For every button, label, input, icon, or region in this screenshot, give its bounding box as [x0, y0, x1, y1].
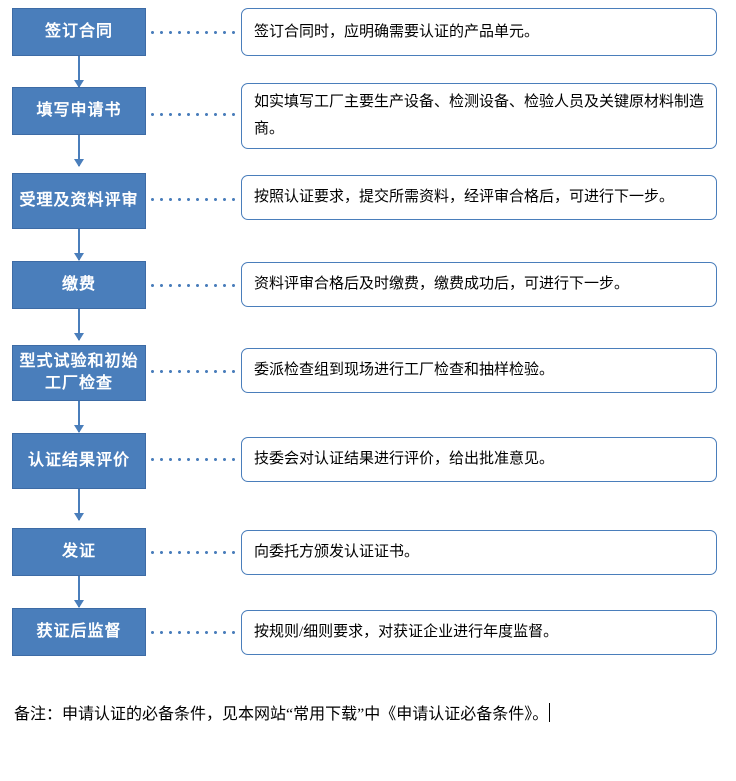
note-text: 资料评审合格后及时缴费，缴费成功后，可进行下一步。	[254, 276, 630, 292]
step-box-acceptance-review[interactable]: 受理及资料评审	[12, 173, 146, 229]
connector-3	[74, 229, 84, 261]
step-label: 签订合同	[44, 23, 113, 40]
step-box-post-certification-supervision[interactable]: 获证后监督	[12, 608, 146, 656]
step-box-payment[interactable]: 缴费	[12, 261, 146, 309]
note-box-fill-application: 如实填写工厂主要生产设备、检测设备、检验人员及关键原材料制造商。	[241, 83, 717, 149]
step-box-fill-application[interactable]: 填写申请书	[12, 87, 146, 135]
remark-content: 备注：申请认证的必备条件，见本网站“常用下载”中《申请认证必备条件》。	[14, 706, 549, 723]
step-box-issue-certificate[interactable]: 发证	[12, 528, 146, 576]
note-box-post-certification-supervision: 按规则/细则要求，对获证企业进行年度监督。	[241, 610, 717, 655]
step-box-sign-contract[interactable]: 签订合同	[12, 8, 146, 56]
dotted-link-3	[148, 198, 241, 201]
note-text: 按照认证要求，提交所需资料，经评审合格后，可进行下一步。	[254, 189, 675, 205]
dotted-link-8	[148, 631, 241, 634]
step-label: 发证	[61, 543, 96, 560]
step-label: 认证结果评价	[27, 452, 130, 469]
note-text: 签订合同时，应明确需要认证的产品单元。	[254, 23, 540, 40]
connector-1	[74, 56, 84, 88]
note-text: 技委会对认证结果进行评价，给出批准意见。	[254, 451, 555, 467]
note-text: 按规则/细则要求，对获证企业进行年度监督。	[254, 624, 559, 640]
note-text: 委派检查组到现场进行工厂检查和抽样检验。	[254, 362, 555, 378]
connector-4	[74, 309, 84, 341]
note-box-acceptance-review: 按照认证要求，提交所需资料，经评审合格后，可进行下一步。	[241, 175, 717, 220]
dotted-link-5	[148, 370, 241, 373]
note-text: 如实填写工厂主要生产设备、检测设备、检验人员及关键原材料制造商。	[254, 94, 705, 137]
step-label: 填写申请书	[36, 102, 122, 119]
step-label: 缴费	[61, 276, 96, 293]
dotted-link-4	[148, 284, 241, 287]
note-text: 向委托方颁发认证证书。	[254, 544, 420, 560]
connector-7	[74, 576, 84, 608]
step-box-type-test-initial-inspection[interactable]: 型式试验和初始工厂检查	[12, 345, 146, 401]
connector-5	[74, 401, 84, 433]
step-label: 受理及资料评审	[19, 192, 139, 209]
dotted-link-7	[148, 551, 241, 554]
remark-text: 备注：申请认证的必备条件，见本网站“常用下载”中《申请认证必备条件》。	[14, 697, 714, 733]
note-box-result-evaluation: 技委会对认证结果进行评价，给出批准意见。	[241, 437, 717, 482]
dotted-link-1	[148, 31, 241, 34]
note-box-issue-certificate: 向委托方颁发认证证书。	[241, 530, 717, 575]
dotted-link-6	[148, 458, 241, 461]
dotted-link-2	[148, 113, 241, 116]
note-box-payment: 资料评审合格后及时缴费，缴费成功后，可进行下一步。	[241, 262, 717, 307]
step-box-result-evaluation[interactable]: 认证结果评价	[12, 433, 146, 489]
step-label: 获证后监督	[36, 623, 122, 640]
note-box-sign-contract: 签订合同时，应明确需要认证的产品单元。	[241, 8, 717, 56]
connector-2	[74, 135, 84, 167]
note-box-type-test-initial-inspection: 委派检查组到现场进行工厂检查和抽样检验。	[241, 348, 717, 393]
connector-6	[74, 489, 84, 521]
step-label: 型式试验和初始工厂检查	[19, 353, 139, 392]
text-cursor	[549, 703, 551, 722]
